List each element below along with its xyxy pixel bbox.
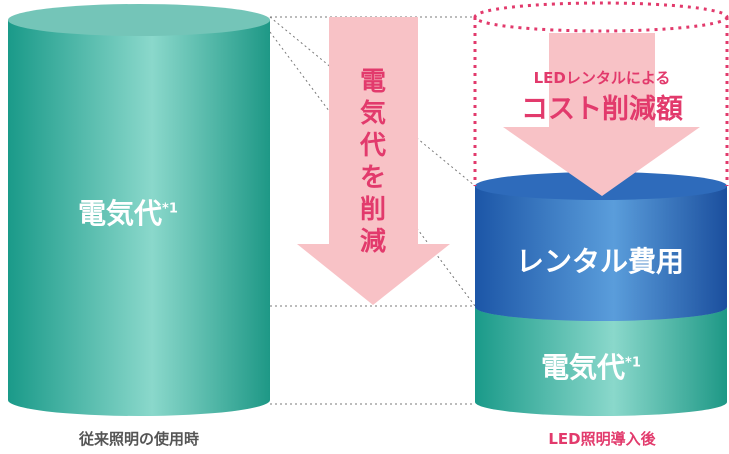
top-segment-shape <box>475 186 727 321</box>
guide-line-diag-1 <box>269 16 476 187</box>
bottom-segment-mark: *1 <box>625 355 641 371</box>
savings-top-ellipse <box>473 1 729 33</box>
reduction-arrow-text: 電気代を削減 <box>359 67 386 257</box>
left-cylinder-label: 電気代*1 <box>78 192 178 232</box>
savings-text-line2: コスト削減額 <box>521 94 683 125</box>
left-cylinder <box>8 4 270 416</box>
savings-text-line1: LEDレンタルによる <box>533 69 671 87</box>
bottom-segment-label: 電気代*1 <box>541 346 641 386</box>
left-cylinder-mark: *1 <box>162 201 178 217</box>
right-caption: LED照明導入後 <box>548 430 656 448</box>
reduction-arrow-shape <box>297 17 450 305</box>
bottom-segment-text: 電気代 <box>541 351 626 384</box>
left-cylinder-text: 電気代 <box>78 197 163 230</box>
left-caption: 従来照明の使用時 <box>78 430 199 448</box>
bottom-segment-shape <box>475 307 727 416</box>
top-segment-label: レンタル費用 <box>515 245 684 278</box>
savings-arrow-shape <box>503 33 700 196</box>
right-stack <box>475 172 727 416</box>
